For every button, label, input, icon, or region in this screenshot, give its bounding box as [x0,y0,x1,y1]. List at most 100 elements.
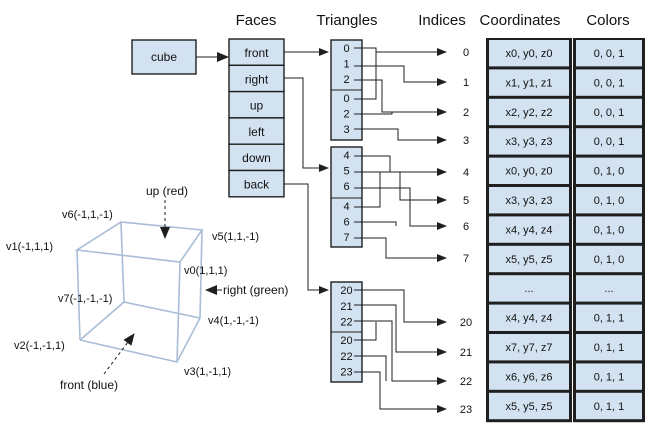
triangle-group-right [330,146,363,248]
cube-box [131,39,197,75]
triangle-index: 22 [340,317,352,329]
cube-drawing: v6(-1,1,-1) v1(-1,1,1) v5(1,1,-1) v0(1,1… [6,184,288,392]
triangle-index: 0 [343,43,349,55]
coordinate-value: x7, y7, z7 [505,342,552,354]
color-cell [576,334,642,361]
triangle-index: 21 [340,301,352,313]
vertex-v0-label: v0(1,1,1) [184,265,227,277]
color-cell [576,392,642,420]
coordinate-cell [489,187,569,214]
triangle-index: 20 [340,285,352,297]
coordinate-cell [489,157,569,184]
color-value: 0, 1, 0 [594,166,625,178]
right-face-label: right (green) [223,283,288,297]
triangle-index: 4 [343,150,349,162]
coordinate-value: x3, y3, z3 [505,136,552,148]
index-label: 7 [463,253,469,265]
color-value: ... [604,283,613,295]
header-colors: Colors [586,12,629,29]
coordinate-cell [489,40,569,67]
face-box-front [228,38,285,66]
color-cell [576,69,642,96]
triangle-index: 7 [343,232,349,244]
vertex-v1-label: v1(-1,1,1) [6,241,53,253]
index-label: 1 [463,77,469,89]
coordinate-cell [489,128,569,155]
color-value: 0, 0, 1 [594,48,625,60]
up-face-label: up (red) [146,184,188,198]
vertex-v6-label: v6(-1,1,-1) [62,209,113,221]
color-cell [576,128,642,155]
color-cell [576,187,642,214]
vertex-v3-label: v3(1,-1,1) [184,366,231,378]
face-label-left: left [248,125,265,139]
face-box-down [228,143,285,172]
coordinate-value: ... [524,283,533,295]
face-label-down: down [242,151,271,165]
index-label: 5 [463,195,469,207]
triangle-index: 2 [343,74,349,86]
front-face-label: front (blue) [60,378,118,392]
header-faces: Faces [236,12,277,29]
coordinate-cell [489,304,569,331]
face-label-back: back [244,178,270,192]
coordinate-value: x6, y6, z6 [505,371,552,383]
coordinate-value: x5, y5, z5 [505,254,552,266]
triangle-index: 6 [343,181,349,193]
header-indices: Indices [418,12,466,29]
index-connectors [284,47,447,413]
triangle-index: 5 [343,166,349,178]
color-cell [576,157,642,184]
triangle-index: 6 [343,217,349,229]
color-value: 0, 1, 1 [594,313,625,325]
face-label-right: right [245,72,269,86]
face-label-front: front [244,46,269,60]
face-label-up: up [250,99,264,113]
index-label: 4 [463,167,469,179]
coordinate-cell [489,245,569,273]
color-value: 0, 0, 1 [594,77,625,89]
index-label: 22 [460,376,472,388]
color-cell [576,40,642,67]
color-cell [576,275,642,302]
vertex-v7-label: v7(-1,-1,-1) [58,293,112,305]
coordinate-value: x0, y0, z0 [505,48,552,60]
color-cell [576,363,642,390]
color-cell [576,98,642,126]
color-value: 0, 0, 1 [594,107,625,119]
triangle-index: 3 [343,124,349,136]
triangle-index: 2 [343,109,349,121]
coordinate-value: x4, y4, z4 [505,224,552,236]
coordinate-value: x2, y2, z2 [505,107,552,119]
triangle-index: 23 [340,367,352,379]
vertex-v2-label: v2(-1,-1,1) [14,340,65,352]
coordinate-cell [489,216,569,243]
face-box-left [228,117,285,145]
color-cell [576,304,642,331]
index-label: 21 [460,347,472,359]
index-label: 20 [460,317,472,329]
header-coordinates: Coordinates [480,12,561,29]
triangle-index: 4 [343,201,349,213]
index-label: 23 [460,404,472,416]
vertex-v5-label: v5(1,1,-1) [212,231,259,243]
vertex-v4-label: v4(1,-1,-1) [208,315,259,327]
triangle-index: 1 [343,59,349,71]
colors-column: 0, 0, 10, 0, 10, 0, 10, 0, 10, 1, 00, 1,… [573,38,645,423]
coordinate-cell [489,334,569,361]
coordinate-cell [489,363,569,390]
index-label: 2 [463,107,469,119]
triangle-index: 0 [343,93,349,105]
color-value: 0, 1, 0 [594,254,625,266]
triangle-index: 22 [340,351,352,363]
color-value: 0, 1, 1 [594,401,625,413]
coordinate-cell [489,392,569,420]
color-value: 0, 1, 1 [594,371,625,383]
coordinate-value: x5, y5, z5 [505,401,552,413]
index-label: 6 [463,221,469,233]
index-label: 3 [463,135,469,147]
